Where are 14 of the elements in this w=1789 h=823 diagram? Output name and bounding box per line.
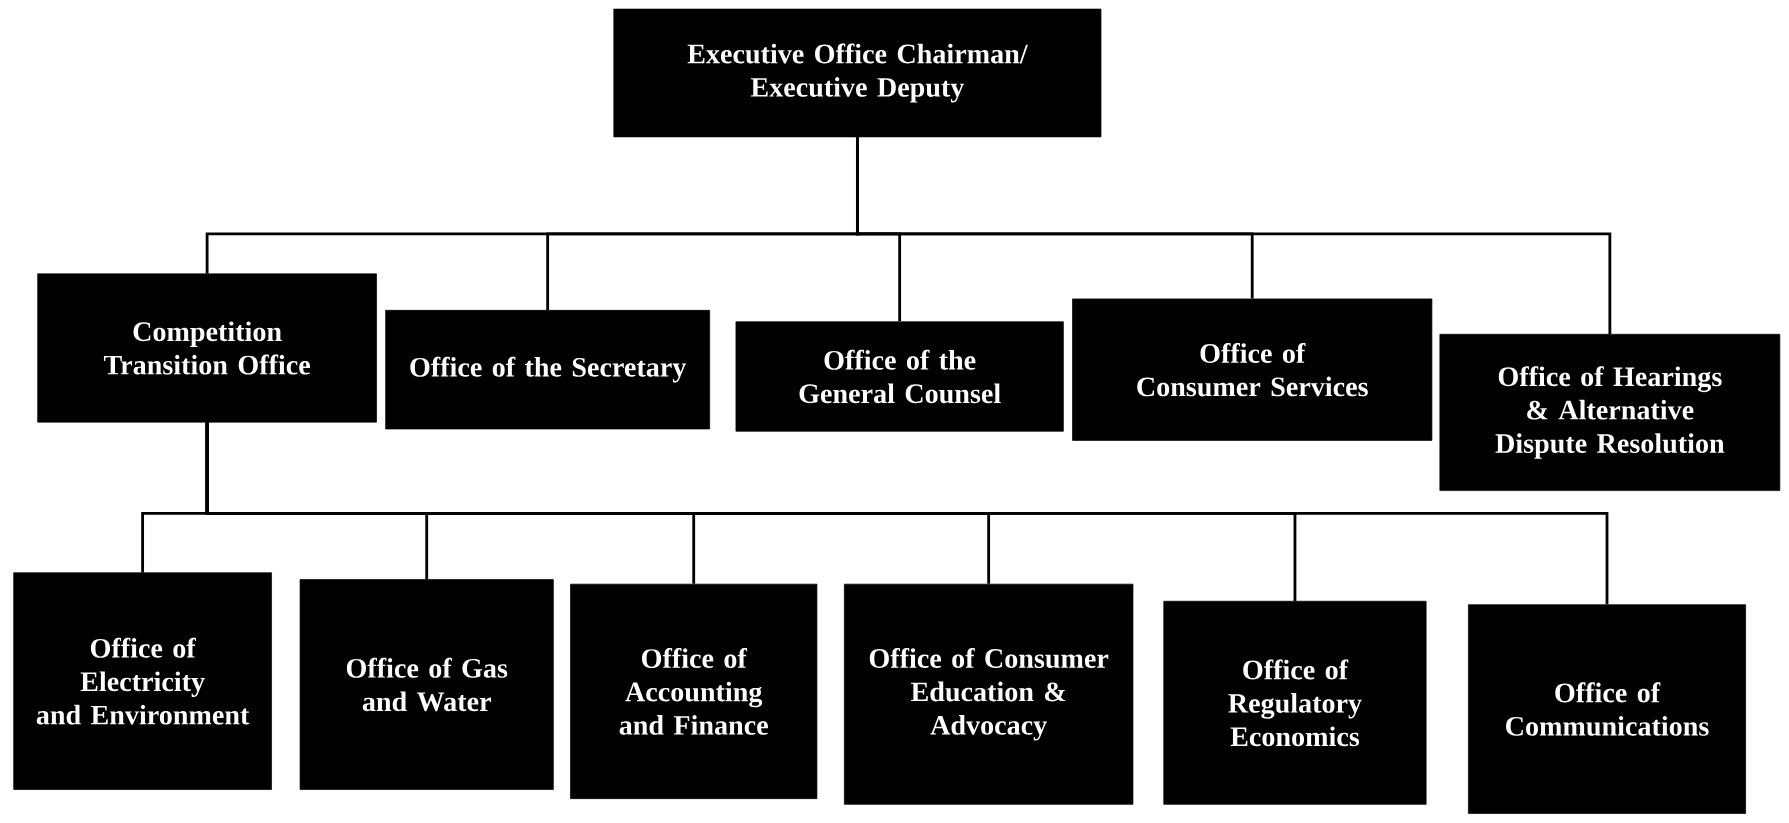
office-box: Office of Gas and Water: [299, 579, 554, 790]
office-box: Competition Transition Office: [37, 273, 377, 423]
office-box: Office of the General Counsel: [735, 321, 1064, 432]
office-box: Office of Regulatory Economics: [1163, 600, 1427, 805]
office-box: Office of Accounting and Finance: [570, 583, 818, 799]
office-box: Office of Electricity and Environment: [13, 572, 272, 790]
office-box: Office of Consumer Education & Advocacy: [844, 583, 1134, 805]
connector-line: [856, 137, 1612, 334]
office-box: Office of Consumer Services: [1072, 298, 1433, 441]
connector-line: [205, 422, 1609, 605]
office-box: Office of Hearings & Alternative Dispute Resolution: [1439, 333, 1781, 491]
office-box: Office of Communications: [1468, 604, 1746, 814]
office-box: Executive Office Chairman/ Executive Deputy: [613, 8, 1102, 138]
office-box: Office of the Secretary: [385, 309, 711, 430]
